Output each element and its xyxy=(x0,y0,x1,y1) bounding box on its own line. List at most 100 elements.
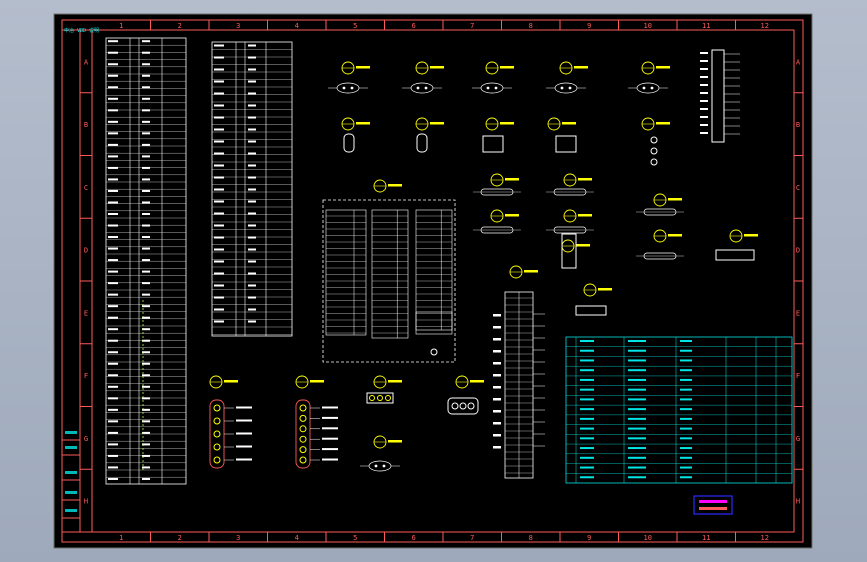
pinout-label xyxy=(700,124,708,126)
parts-cell xyxy=(680,398,692,401)
table-cell-text xyxy=(108,362,118,365)
table-cell-text xyxy=(142,420,150,423)
vconn-label xyxy=(322,427,338,430)
table-cell-text xyxy=(108,51,118,54)
connector-tag-bottom-4 xyxy=(373,435,402,449)
col-label-top: 12 xyxy=(761,22,769,30)
table-cell-text xyxy=(142,443,150,446)
table-cell-text xyxy=(214,272,224,275)
row-label-left: D xyxy=(84,247,88,255)
table-cell-text xyxy=(142,189,150,192)
enclosure-sub-block xyxy=(415,311,453,335)
pinout-label xyxy=(700,76,708,78)
vconn-pin xyxy=(299,414,307,422)
terminal-label xyxy=(493,326,501,329)
parts-cell xyxy=(580,349,594,352)
col-label-top: 6 xyxy=(412,22,416,30)
table-cell-text xyxy=(108,224,118,227)
table-cell-text xyxy=(248,116,256,119)
table-cell-text xyxy=(142,351,150,354)
table-cell-text xyxy=(142,316,150,319)
table-cell-text xyxy=(214,212,224,215)
inline-fuse-4 xyxy=(636,208,684,216)
table-cell-text xyxy=(108,178,118,181)
pinout-label xyxy=(700,68,708,70)
tag-label xyxy=(524,270,538,273)
pinout-label xyxy=(700,92,708,94)
parts-cell xyxy=(680,476,692,479)
col-label-bottom: 5 xyxy=(353,534,357,542)
parts-cell xyxy=(580,466,594,469)
tag-label xyxy=(470,380,484,383)
terminal-label xyxy=(493,362,501,365)
table-cell-text xyxy=(214,92,224,95)
parts-cell xyxy=(628,340,646,342)
table-cell-text xyxy=(142,201,150,204)
connector-tag-mid-4 xyxy=(653,193,682,207)
col-label-top: 7 xyxy=(470,22,474,30)
table-cell-text xyxy=(108,74,118,77)
connector-tag-mid-3 xyxy=(563,209,592,223)
parts-cell xyxy=(680,359,692,362)
round-connector-b-pin xyxy=(467,402,475,410)
vconn-pin xyxy=(299,456,307,464)
table-cell-text xyxy=(108,316,118,319)
parts-cell xyxy=(628,456,646,459)
table-cell-text xyxy=(248,164,256,167)
round-connector-b-pin xyxy=(459,402,467,410)
table-cell-text xyxy=(108,259,118,262)
tag-label xyxy=(500,122,514,125)
plug-row1-2 xyxy=(472,82,512,94)
col-label-top: 8 xyxy=(529,22,533,30)
table-cell-text xyxy=(214,284,224,287)
table-cell-text xyxy=(142,40,150,43)
connector-tag-mid-1 xyxy=(563,173,592,187)
tag-label xyxy=(668,198,682,201)
pin-circle xyxy=(650,158,658,166)
table-cell-text xyxy=(142,328,150,331)
tag-label xyxy=(356,122,370,125)
pinout-label xyxy=(700,60,708,62)
connector-tag-row2-1 xyxy=(415,117,444,131)
table-cell-text xyxy=(108,339,118,342)
enclosure-block-2 xyxy=(371,209,409,339)
connector-tag-row2-3 xyxy=(547,117,576,131)
plug-pin xyxy=(650,86,654,90)
table-cell-text xyxy=(214,68,224,71)
parts-cell xyxy=(628,398,646,401)
col-label-top: 10 xyxy=(644,22,652,30)
pinout-label xyxy=(700,100,708,102)
tag-label xyxy=(576,244,590,247)
table-cell-text xyxy=(142,51,150,54)
table-cell-text xyxy=(142,293,150,296)
table-cell-text xyxy=(214,296,224,299)
tag-label xyxy=(656,122,670,125)
table-cell-text xyxy=(108,109,118,112)
parts-cell xyxy=(628,388,646,391)
table-cell-text xyxy=(142,259,150,262)
table-cell-text xyxy=(214,116,224,119)
connector-tag-center xyxy=(373,179,402,193)
table-cell-text xyxy=(214,104,224,107)
plug-pin xyxy=(374,464,378,468)
round-connector-a xyxy=(366,392,394,404)
plug-pin xyxy=(350,86,354,90)
table-cell-text xyxy=(108,477,118,480)
table-cell-text xyxy=(108,454,118,457)
parts-cell xyxy=(680,340,692,342)
row-label-right: E xyxy=(796,309,800,317)
plug-pin xyxy=(568,86,572,90)
connector-tag-mid-5 xyxy=(653,229,682,243)
terminal-label xyxy=(493,422,501,425)
table-cell-text xyxy=(108,420,118,423)
col-label-bottom: 10 xyxy=(644,534,652,542)
parts-cell xyxy=(580,417,594,420)
parts-cell xyxy=(580,447,594,450)
table-cell-text xyxy=(108,351,118,354)
table-cell-text xyxy=(108,466,118,469)
table-cell-text xyxy=(142,166,150,169)
col-label-bottom: 1 xyxy=(119,534,123,542)
connector-tag-row1-4 xyxy=(641,61,670,75)
